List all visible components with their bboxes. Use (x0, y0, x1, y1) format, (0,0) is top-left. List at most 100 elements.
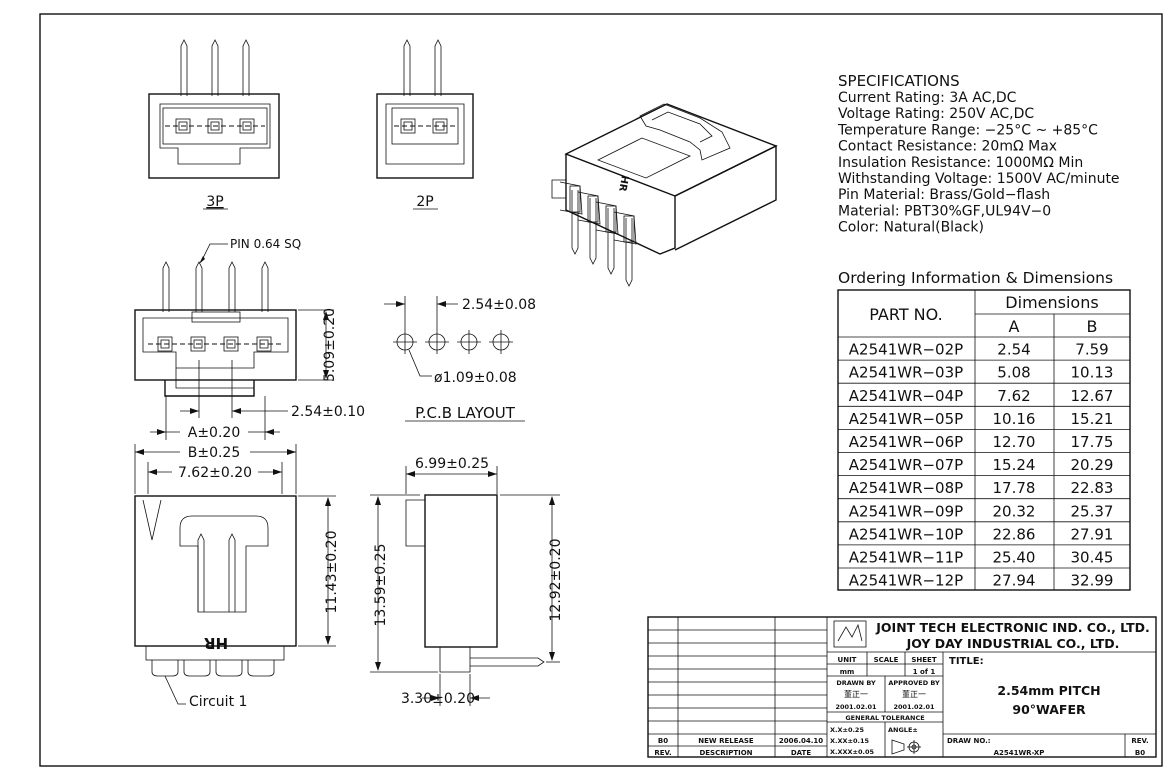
cell-part: A2541WR−06P (849, 433, 963, 451)
hdr-rev: REV. (654, 749, 671, 757)
projection-symbol (891, 739, 921, 755)
cell-part: A2541WR−05P (849, 410, 963, 428)
cell-a: 25.40 (993, 549, 1036, 567)
spec-line: Material: PBT30%GF,UL94V−0 (838, 203, 1051, 219)
title-line1: 2.54mm PITCH (997, 683, 1100, 698)
cell-a: 10.16 (993, 410, 1036, 428)
dim-254-side: 2.54±0.10 (291, 404, 365, 420)
cell-part: A2541WR−04P (849, 387, 963, 405)
cell-part: A2541WR−09P (849, 502, 963, 520)
specifications: SPECIFICATIONS Current Rating: 3A AC,DCV… (837, 72, 1120, 236)
cell-b: 30.45 (1071, 549, 1114, 567)
cell-part: A2541WR−03P (849, 364, 963, 382)
label-3p: 3P (206, 194, 223, 210)
spec-line: Temperature Range: −25°C ~ +85°C (837, 122, 1098, 138)
svg-text:HR: HR (616, 174, 630, 192)
spec-line: Color: Natural(Black) (838, 220, 984, 236)
drawn-name: 董正一 (844, 689, 868, 699)
cell-b: 15.21 (1071, 410, 1114, 428)
drawn-date: 2001.02.01 (835, 703, 877, 711)
dim-a: A±0.20 (188, 425, 240, 441)
tol-label: GENERAL TOLERANCE (845, 714, 924, 722)
front-view-4p: PIN 0.64 SQ 5.09±0.20 2.54±0.10 (134, 237, 365, 420)
drawno-label: DRAW NO.: (947, 737, 991, 745)
col-b: B (1087, 317, 1098, 336)
ordering-table: Ordering Information & Dimensions PART N… (837, 269, 1131, 591)
width-dimensions: A±0.20 B±0.25 7.62±0.20 (134, 396, 297, 494)
company-logo (833, 620, 867, 648)
top-view-3p: 3P (148, 39, 280, 210)
dim-699: 6.99±0.25 (415, 456, 489, 472)
mating-view: HR Circuit 1 11.43±0.20 (134, 495, 340, 710)
company1: JOINT TECH ELECTRONIC IND. CO., LTD. (875, 620, 1149, 635)
spec-line: Withstanding Voltage: 1500V AC/minute (838, 171, 1120, 187)
dim-762: 7.62±0.20 (178, 465, 252, 481)
dim-509: 5.09±0.20 (322, 308, 338, 382)
pin-note: PIN 0.64 SQ (230, 237, 301, 251)
cell-a: 20.32 (993, 502, 1036, 520)
title-line2: 90°WAFER (1012, 702, 1086, 717)
col-part: PART NO. (869, 305, 942, 324)
rev-row-date: 2006.04.10 (779, 737, 823, 745)
cell-a: 5.08 (997, 364, 1030, 382)
cell-a: 22.86 (993, 525, 1036, 543)
rev-row-desc: NEW RELEASE (698, 737, 754, 745)
spec-line: Current Rating: 3A AC,DC (838, 90, 1017, 106)
drawn-label: DRAWN BY (836, 679, 876, 687)
cell-a: 27.94 (993, 572, 1036, 590)
isometric-view: HR (551, 103, 778, 287)
side-view: 6.99±0.25 13.59±0.25 12.92±0.20 3.30±0.2… (370, 456, 564, 707)
cell-b: 12.67 (1071, 387, 1114, 405)
cell-a: 2.54 (997, 341, 1030, 359)
pcb-layout: 2.54±0.08 ø1.09±0.08 P.C.B LAYOUT (384, 296, 536, 422)
unit-label: UNIT (838, 656, 857, 664)
cell-a: 17.78 (993, 479, 1036, 497)
cell-b: 10.13 (1071, 364, 1114, 382)
drawno-value: A2541WR-XP (994, 749, 1045, 757)
cell-part: A2541WR−11P (849, 549, 963, 567)
cell-b: 22.83 (1071, 479, 1114, 497)
cell-b: 25.37 (1071, 502, 1114, 520)
cell-b: 32.99 (1071, 572, 1114, 590)
hdr-desc: DESCRIPTION (699, 749, 752, 757)
cell-part: A2541WR−07P (849, 456, 963, 474)
cell-part: A2541WR−02P (849, 341, 963, 359)
approved-name: 董正一 (902, 689, 926, 699)
dim-b: B±0.25 (188, 445, 241, 461)
cell-b: 7.59 (1075, 341, 1108, 359)
col-dims: Dimensions (1005, 293, 1098, 312)
rev-row-rev: B0 (658, 737, 668, 745)
cell-b: 17.75 (1071, 433, 1114, 451)
spec-line: Voltage Rating: 250V AC,DC (838, 106, 1034, 122)
ordering-heading: Ordering Information & Dimensions (838, 269, 1113, 287)
angle-label: ANGLE± (888, 726, 918, 734)
cell-part: A2541WR−10P (849, 525, 963, 543)
cell-part: A2541WR−08P (849, 479, 963, 497)
sheet-value: 1 of 1 (913, 668, 936, 676)
approved-label: APPROVED BY (888, 679, 940, 687)
scale-label: SCALE (874, 656, 899, 664)
title-block: B0 NEW RELEASE 2006.04.10 REV. DESCRIPTI… (647, 616, 1157, 758)
rev-value: B0 (1135, 749, 1145, 757)
title-label: TITLE: (949, 656, 984, 667)
tol1: X.X±0.25 (830, 726, 864, 734)
top-view-2p: 2P (376, 39, 474, 210)
cell-a: 7.62 (997, 387, 1030, 405)
dim-1292: 12.92±0.20 (548, 539, 564, 622)
cell-b: 20.29 (1071, 456, 1114, 474)
company2: JOY DAY INDUSTRIAL CO., LTD. (906, 636, 1120, 651)
rev-label: REV. (1131, 737, 1148, 745)
label-2p: 2P (416, 194, 433, 210)
hr-mark: HR (204, 634, 229, 652)
pcb-pitch: 2.54±0.08 (462, 297, 536, 313)
spec-heading: SPECIFICATIONS (838, 72, 960, 90)
circuit-label: Circuit 1 (189, 694, 247, 710)
approved-date: 2001.02.01 (893, 703, 935, 711)
spec-line: Insulation Resistance: 1000MΩ Min (838, 155, 1083, 171)
dim-1359: 13.59±0.25 (373, 544, 389, 627)
sheet-label: SHEET (911, 656, 936, 664)
col-a: A (1009, 317, 1020, 336)
pcb-hole: ø1.09±0.08 (434, 370, 517, 386)
cell-a: 12.70 (993, 433, 1036, 451)
